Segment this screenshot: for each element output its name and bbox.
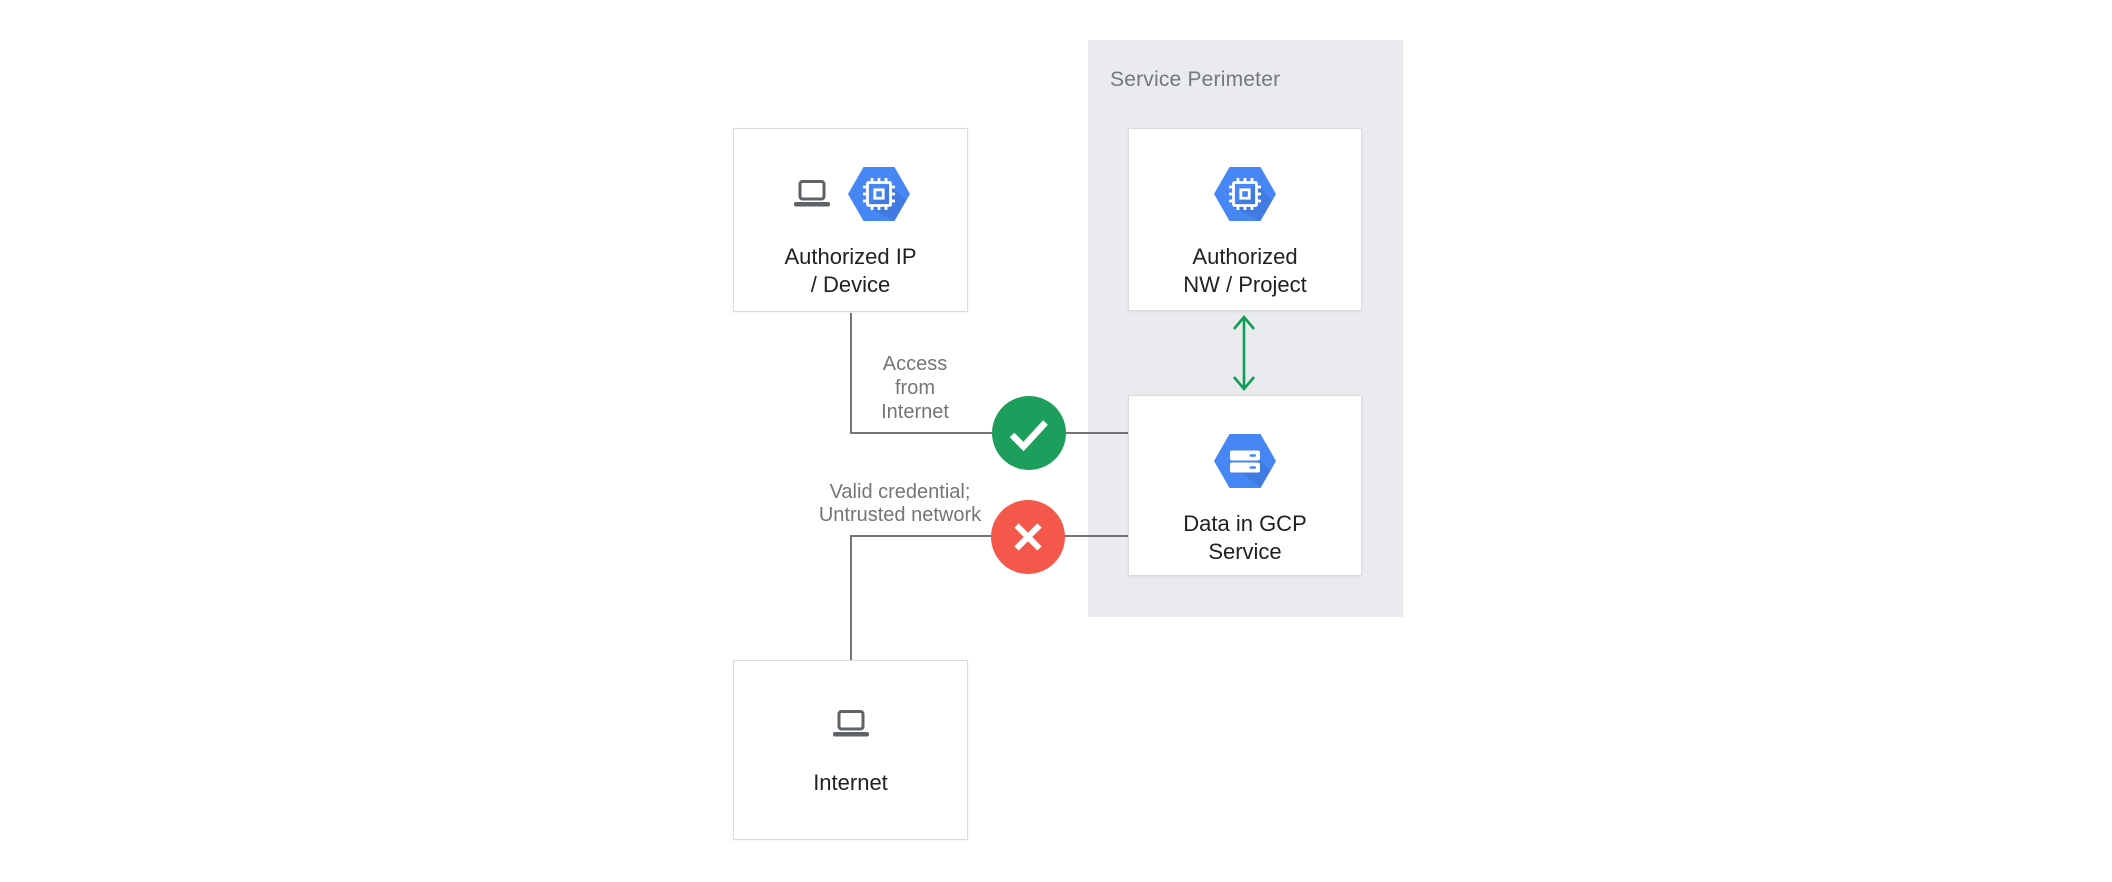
edge-denied-horizontal-line bbox=[850, 535, 1129, 537]
node-label: Data in GCP Service bbox=[1183, 510, 1307, 566]
check-badge bbox=[992, 396, 1066, 470]
checkmark-icon bbox=[1009, 420, 1048, 452]
node-label-line1: Authorized bbox=[1192, 244, 1298, 269]
node-label: Internet bbox=[813, 769, 888, 797]
node-label: Authorized NW / Project bbox=[1183, 243, 1306, 299]
gcp-storage-hexagon-icon bbox=[1214, 434, 1276, 488]
node-icon-row bbox=[1214, 434, 1276, 488]
edge-label-line: Access bbox=[882, 353, 948, 375]
service-perimeter-label: Service Perimeter bbox=[1110, 68, 1281, 91]
gcp-compute-hexagon-icon bbox=[1214, 167, 1276, 221]
node-authorized-nw-project: Authorized NW / Project bbox=[1128, 128, 1362, 311]
node-data-in-gcp-service: Data in GCP Service bbox=[1128, 395, 1362, 576]
node-internet: Internet bbox=[733, 660, 968, 840]
laptop-icon bbox=[792, 179, 832, 209]
perimeter-link-arrow-icon bbox=[1230, 311, 1258, 395]
node-label-line2: NW / Project bbox=[1183, 272, 1307, 297]
edge-label-access-from-internet: Access from Internet bbox=[845, 352, 985, 424]
gcp-compute-hexagon-icon bbox=[847, 167, 910, 221]
node-icon-row bbox=[792, 167, 910, 221]
edge-label-valid-credential-untrusted-network: Valid credential; Untrusted network bbox=[780, 481, 1020, 527]
node-label-line2: Service bbox=[1208, 539, 1282, 564]
edge-denied-vertical-line bbox=[850, 536, 852, 660]
node-icon-row bbox=[831, 709, 871, 739]
node-label-line1: Internet bbox=[813, 770, 888, 795]
node-authorized-ip-device: Authorized IP / Device bbox=[733, 128, 968, 312]
edge-label-line: Untrusted network bbox=[818, 504, 982, 526]
node-label-line1: Authorized IP bbox=[784, 244, 917, 269]
node-label-line2: / Device bbox=[810, 272, 891, 297]
cross-badge bbox=[991, 500, 1065, 574]
x-icon bbox=[1014, 523, 1042, 551]
edge-allowed-horizontal-line bbox=[850, 432, 1129, 434]
node-icon-row bbox=[1214, 167, 1276, 221]
laptop-icon bbox=[831, 709, 871, 739]
node-label-line1: Data in GCP bbox=[1183, 511, 1307, 536]
node-label: Authorized IP / Device bbox=[784, 243, 916, 299]
edge-allowed-vertical-line bbox=[850, 313, 852, 433]
edge-label-line: from bbox=[895, 377, 935, 399]
edge-label-line: Valid credential; bbox=[829, 481, 971, 503]
edge-label-line: Internet bbox=[881, 401, 949, 423]
